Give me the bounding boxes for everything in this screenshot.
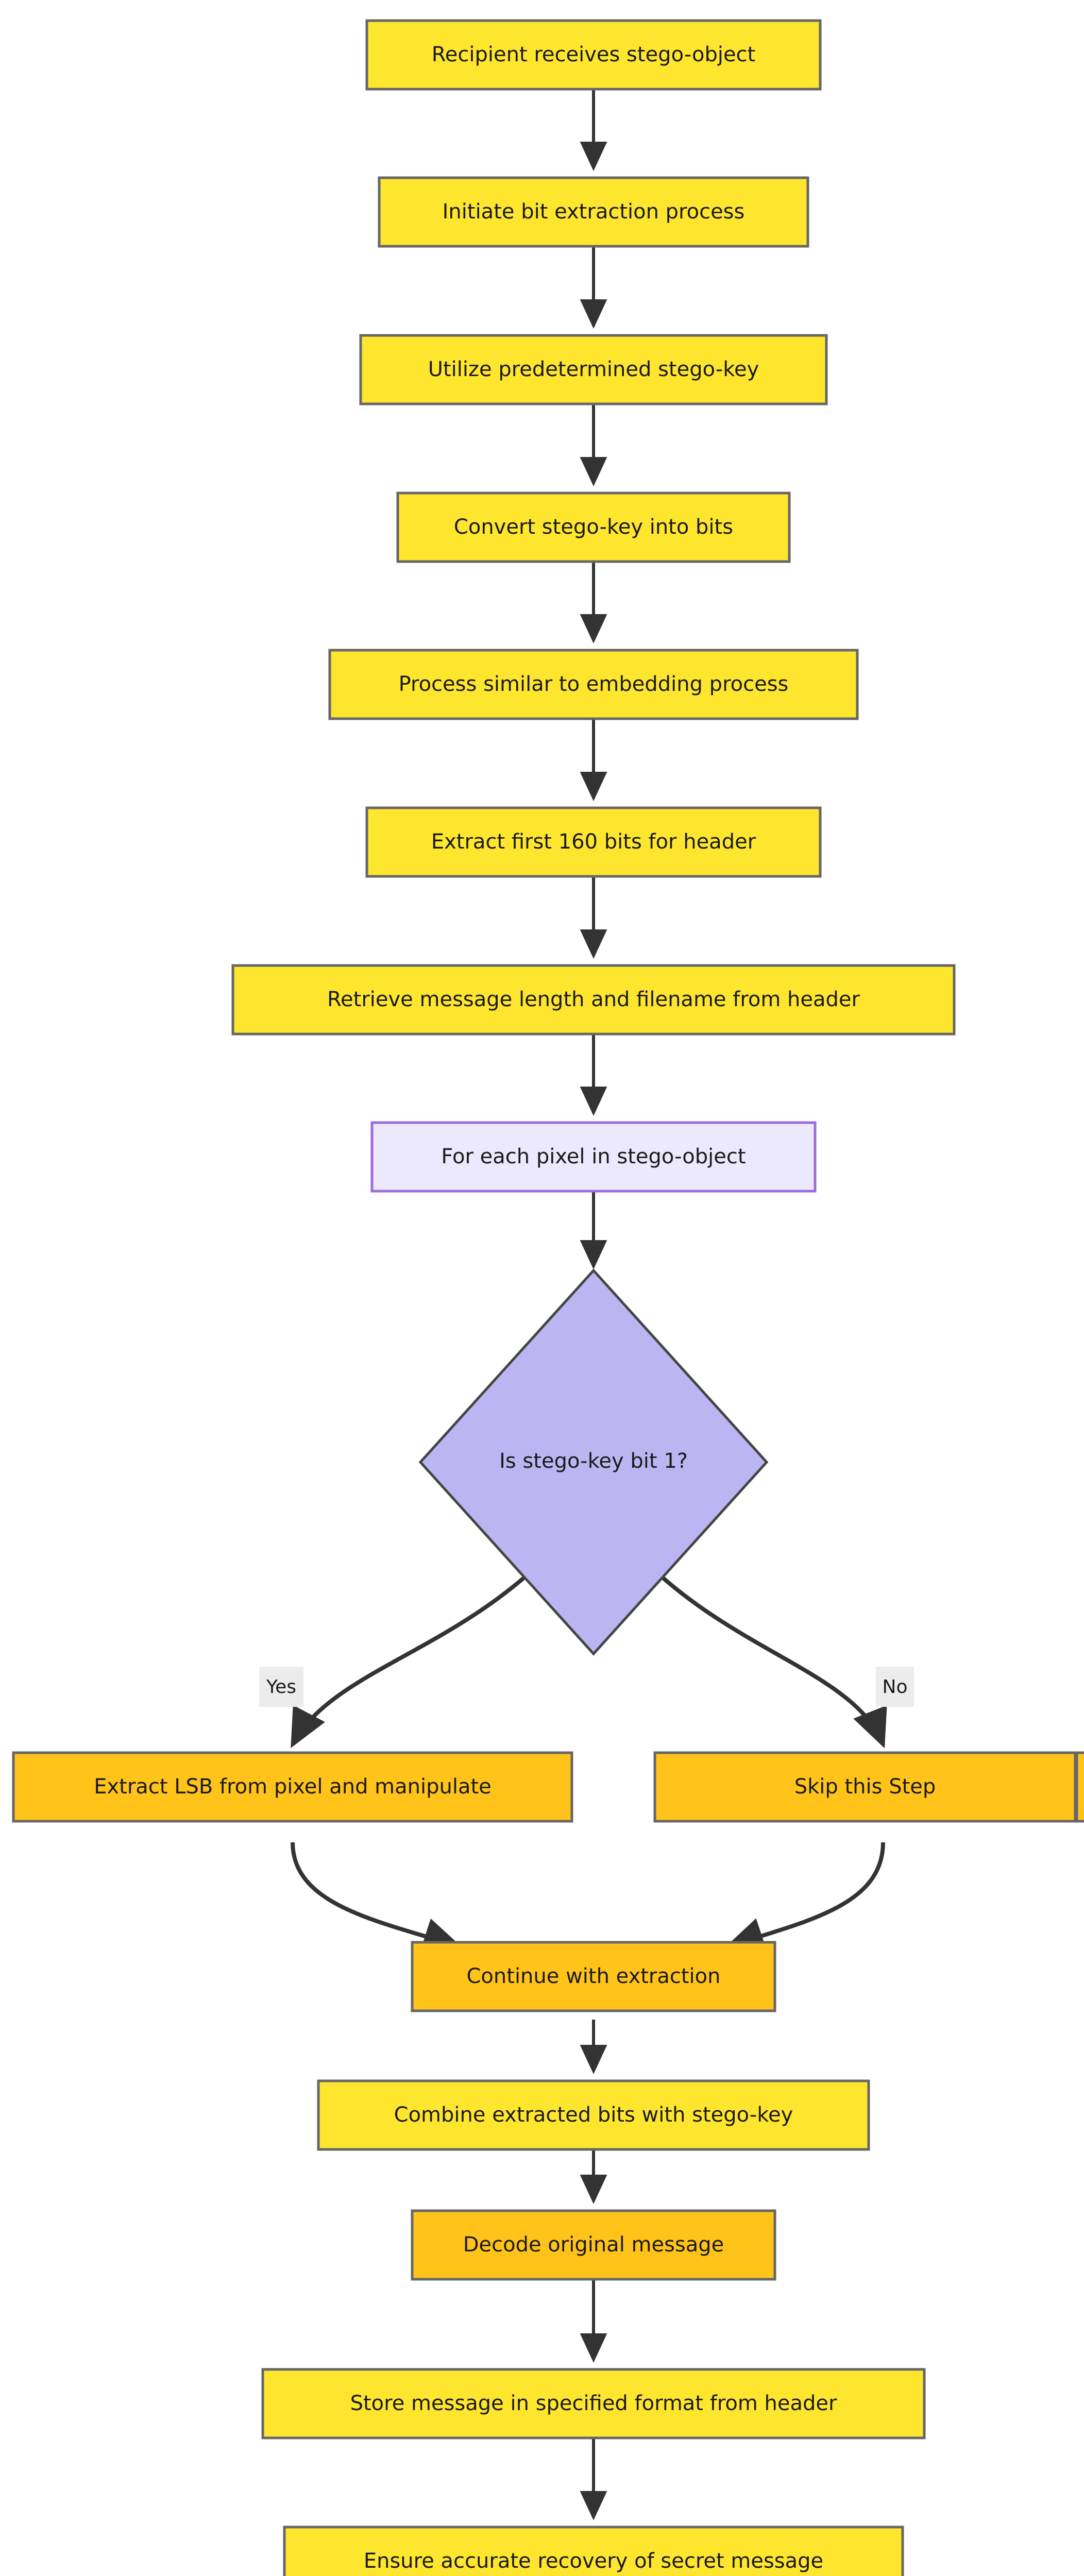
node-recipient-receives-stego-object[interactable]: Recipient receives stego-object — [365, 19, 822, 91]
node-label: Extract LSB from pixel and manipulate — [94, 1775, 492, 1799]
edge-n11-n12 — [724, 1842, 885, 1953]
node-label: Convert stego-key into bits — [454, 515, 733, 539]
node-retrieve-message-length-and-filename-from-header[interactable]: Retrieve message length and filename fro… — [231, 964, 956, 1036]
node-initiate-bit-extraction-process[interactable]: Initiate bit extraction process — [378, 176, 809, 248]
node-process-similar-to-embedding-process[interactable]: Process similar to embedding process — [328, 649, 859, 720]
node-store-message-in-specified-format-from-header[interactable]: Store message in specified format from h… — [261, 2368, 926, 2439]
node-continue-with-extraction[interactable]: Continue with extraction — [411, 1941, 776, 2012]
edge-label-yes-text: Yes — [266, 1676, 296, 1698]
node-label: Continue with extraction — [467, 1964, 721, 1988]
edge-n9-n10 — [291, 1565, 538, 1749]
node-label: Recipient receives stego-object — [432, 43, 755, 66]
node-label: Ensure accurate recovery of secret messa… — [364, 2549, 823, 2573]
node-skip-this-step[interactable]: Skip this Step — [653, 1751, 1084, 1823]
node-convert-stego-key-into-bits[interactable]: Convert stego-key into bits — [396, 492, 791, 563]
edge-label-yes: Yes — [259, 1667, 303, 1707]
node-label: Skip this Step — [794, 1775, 936, 1799]
node-label: Utilize predetermined stego-key — [428, 358, 759, 381]
node-combine-extracted-bits-with-stego-key[interactable]: Combine extracted bits with stego-key — [317, 2079, 870, 2151]
node-ensure-accurate-recovery-of-secret-message[interactable]: Ensure accurate recovery of secret messa… — [283, 2526, 904, 2576]
node-label: Store message in specified format from h… — [350, 2392, 837, 2415]
node-label: Retrieve message length and filename fro… — [327, 988, 860, 1011]
node-extract-lsb-from-pixel-and-manipulate[interactable]: Extract LSB from pixel and manipulate — [12, 1751, 573, 1823]
edge-n10-n12 — [291, 1842, 463, 1953]
node-for-each-pixel-in-stego-object[interactable]: For each pixel in stego-object — [370, 1121, 817, 1193]
node-label: For each pixel in stego-object — [441, 1145, 746, 1168]
node-decode-original-message[interactable]: Decode original message — [411, 2209, 776, 2281]
node-utilize-predetermined-stego-key[interactable]: Utilize predetermined stego-key — [359, 334, 828, 405]
node-label: Initiate bit extraction process — [443, 200, 745, 224]
edge-label-no: No — [876, 1667, 914, 1707]
edge-label-no-text: No — [883, 1676, 908, 1698]
node-label: Extract first 160 bits for header — [431, 830, 756, 854]
node-label: Process similar to embedding process — [399, 672, 789, 696]
node-is-stego-key-bit-1-decision[interactable]: Is stego-key bit 1? — [418, 1268, 769, 1656]
edge-n9-n11 — [649, 1565, 887, 1749]
node-label: Combine extracted bits with stego-key — [394, 2103, 793, 2127]
node-label: Is stego-key bit 1? — [499, 1449, 688, 1473]
node-label: Decode original message — [463, 2233, 724, 2257]
node-extract-first-160-bits-for-header[interactable]: Extract first 160 bits for header — [365, 806, 822, 878]
